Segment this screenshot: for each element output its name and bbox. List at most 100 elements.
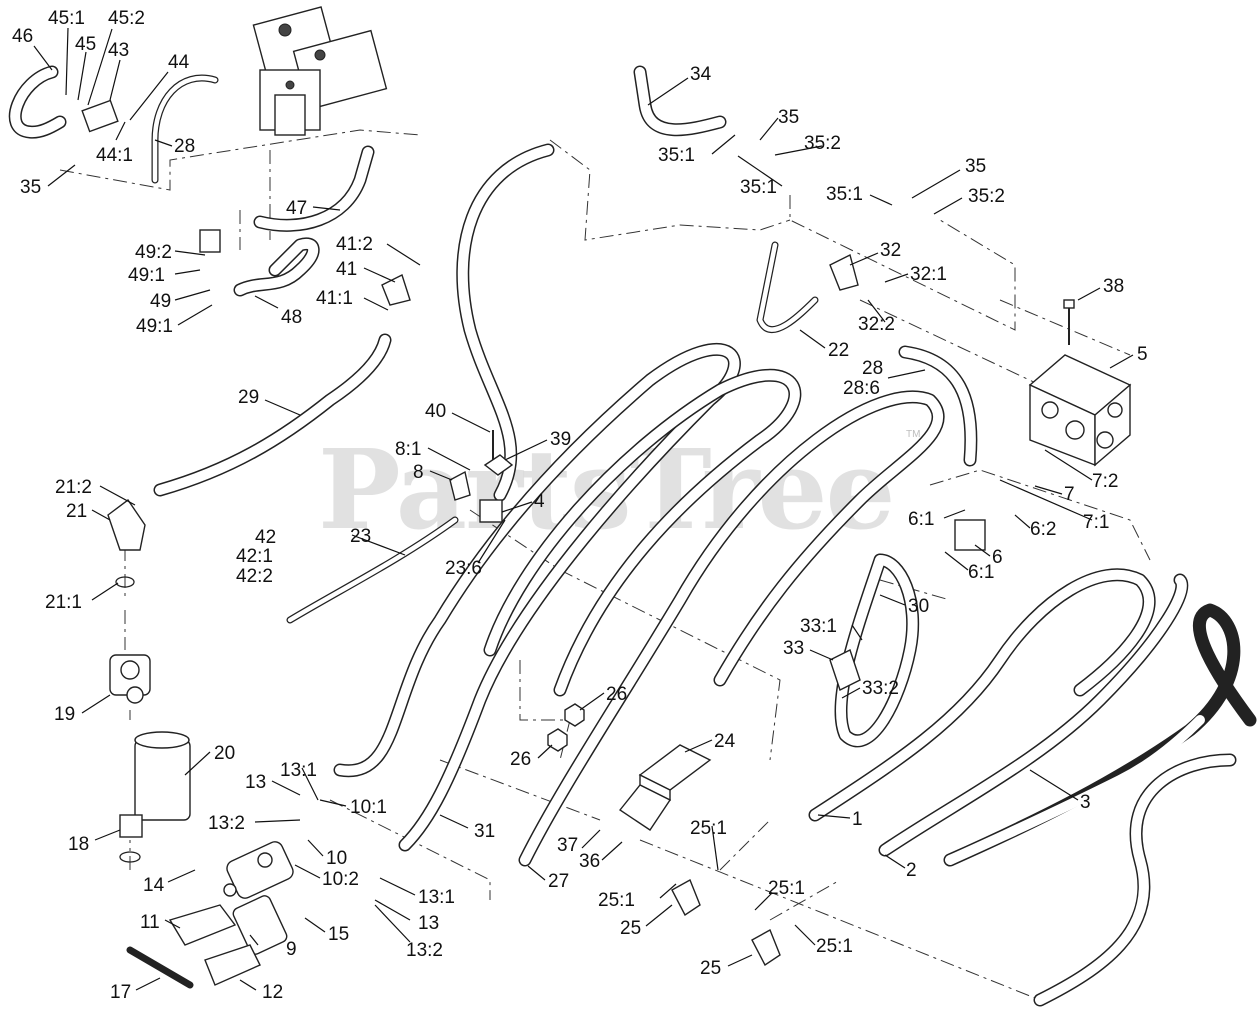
bracket-icon <box>618 744 712 831</box>
callout-43: 43 <box>108 40 129 61</box>
callout-7: 7 <box>1064 484 1075 505</box>
callout-13-2-b: 13:2 <box>406 940 443 961</box>
callout-35-b: 35 <box>778 107 799 128</box>
callout-17: 17 <box>110 982 131 1003</box>
callout-45: 45 <box>75 34 96 55</box>
callout-35-2-b: 35:2 <box>804 133 841 154</box>
callout-25-b: 25 <box>700 958 721 979</box>
callout-18: 18 <box>68 834 89 855</box>
callout-8-1: 8:1 <box>395 439 421 460</box>
callout-42-2: 42:2 <box>236 566 273 587</box>
callout-45-1: 45:1 <box>48 8 85 29</box>
callout-46: 46 <box>12 26 33 47</box>
callout-25-1-d: 25:1 <box>816 936 853 957</box>
elbow-fitting-icon <box>751 929 781 967</box>
watermark-trademark: TM <box>906 429 920 440</box>
callout-27: 27 <box>548 871 569 892</box>
callout-6-2: 6:2 <box>1030 519 1056 540</box>
callout-32-2: 32:2 <box>858 314 895 335</box>
callout-2: 2 <box>906 860 917 881</box>
callout-28: 28 <box>174 136 195 157</box>
handle-icon <box>168 904 237 946</box>
callout-25-1: 25:1 <box>690 818 727 839</box>
callout-42: 42 <box>255 527 276 548</box>
handle-icon <box>204 944 261 986</box>
nut-icon <box>564 703 585 727</box>
callout-41-2: 41:2 <box>336 234 373 255</box>
pump-assembly-icon <box>223 841 294 955</box>
elbow-fitting-icon <box>381 274 411 306</box>
callout-21-2: 21:2 <box>55 477 92 498</box>
callout-29: 29 <box>238 387 259 408</box>
callout-35: 35 <box>20 177 41 198</box>
callout-32-1: 32:1 <box>910 264 947 285</box>
filter-icon <box>134 731 191 821</box>
callout-7-1: 7:1 <box>1083 512 1109 533</box>
hoses <box>8 65 1257 1007</box>
callout-13-1-b: 13:1 <box>418 887 455 908</box>
elbow-fitting-icon <box>671 879 701 917</box>
callout-40: 40 <box>425 401 446 422</box>
o-ring-icon <box>115 576 135 588</box>
callout-31: 31 <box>474 821 495 842</box>
callout-33-2: 33:2 <box>862 678 899 699</box>
callout-13-b: 13 <box>418 913 439 934</box>
callout-49-1: 49:1 <box>128 265 165 286</box>
tee-fitting-icon <box>479 499 503 523</box>
callout-6-1: 6:1 <box>908 509 934 530</box>
callout-24: 24 <box>714 731 736 752</box>
callout-10: 10 <box>326 848 347 869</box>
callout-44: 44 <box>168 52 190 73</box>
callout-13-2: 13:2 <box>208 813 245 834</box>
callout-labels: 46 45:1 45 45:2 43 44 28 44:1 35 47 49:2… <box>12 8 1148 1003</box>
callout-4: 4 <box>534 491 545 512</box>
callout-39: 39 <box>550 429 571 450</box>
callout-21: 21 <box>66 501 87 522</box>
bolt-icon <box>1063 299 1075 345</box>
callout-21-1: 21:1 <box>45 592 82 613</box>
callout-35-1-b: 35:1 <box>658 145 695 166</box>
callout-12: 12 <box>262 982 283 1003</box>
callout-28-6: 28:6 <box>843 378 880 399</box>
manifold-block-icon <box>1028 354 1132 467</box>
elbow-fitting-icon <box>107 499 146 551</box>
callout-20: 20 <box>214 743 235 764</box>
callout-23-6: 23:6 <box>445 558 482 579</box>
callout-3: 3 <box>1080 792 1091 813</box>
callout-49-1b: 49:1 <box>136 316 173 337</box>
callout-10-1: 10:1 <box>350 797 387 818</box>
callout-47: 47 <box>286 198 307 219</box>
callout-35-c: 35 <box>965 156 986 177</box>
callout-26-b: 26 <box>510 749 531 770</box>
callout-5: 5 <box>1137 344 1148 365</box>
callout-15: 15 <box>328 924 349 945</box>
callout-49: 49 <box>150 291 171 312</box>
nut-icon <box>547 728 568 752</box>
callout-34: 34 <box>690 64 712 85</box>
callout-42-1: 42:1 <box>236 546 273 567</box>
leader-lines <box>33 27 1134 991</box>
callout-38: 38 <box>1103 276 1124 297</box>
callout-22: 22 <box>828 340 849 361</box>
o-ring-icon <box>119 851 141 863</box>
callout-9: 9 <box>286 939 297 960</box>
callout-35-2-c: 35:2 <box>968 186 1005 207</box>
callout-7-2: 7:2 <box>1092 471 1118 492</box>
callout-45-2: 45:2 <box>108 8 145 29</box>
callout-41-1: 41:1 <box>316 288 353 309</box>
callout-33: 33 <box>783 638 804 659</box>
callout-25-1-c: 25:1 <box>768 878 805 899</box>
pin-icon <box>126 946 194 989</box>
filter-head-icon <box>109 654 151 704</box>
callout-49-2: 49:2 <box>135 242 172 263</box>
callout-14: 14 <box>143 875 165 896</box>
callout-13-1: 13:1 <box>280 760 317 781</box>
callout-8: 8 <box>413 462 424 483</box>
components <box>81 6 1132 989</box>
callout-25-1-b: 25:1 <box>598 890 635 911</box>
fitting-icon <box>119 814 143 838</box>
callout-10-2: 10:2 <box>322 869 359 890</box>
callout-1: 1 <box>852 809 863 830</box>
callout-32: 32 <box>880 240 901 261</box>
